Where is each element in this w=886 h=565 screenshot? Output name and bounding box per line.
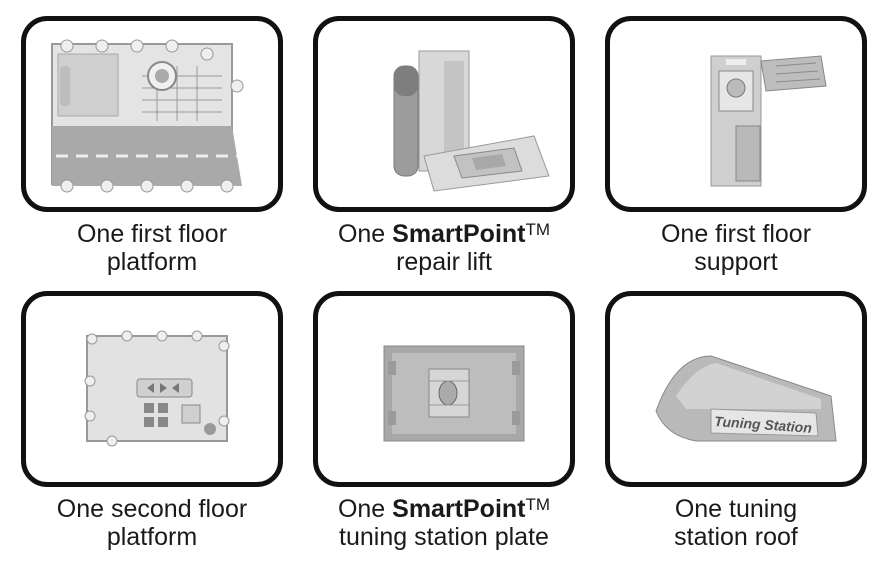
caption-line2: tuning station plate bbox=[339, 523, 549, 551]
caption-line1-prefix: One bbox=[337, 220, 393, 248]
caption-line1: One first floor bbox=[76, 220, 228, 248]
brand-name: SmartPoint bbox=[392, 495, 526, 523]
part-frame bbox=[313, 291, 575, 487]
first-floor-support-image bbox=[710, 55, 827, 187]
roof-sign-text: Tuning Station bbox=[714, 413, 813, 436]
part-frame bbox=[21, 16, 283, 212]
part-caption: One SmartPointTM repair lift bbox=[308, 220, 580, 276]
part-card-tuning-station-plate: One SmartPointTM tuning station plate bbox=[308, 291, 580, 556]
part-caption: One second floor platform bbox=[16, 495, 288, 551]
caption-line2: repair lift bbox=[396, 248, 492, 276]
part-caption: One first floor support bbox=[600, 220, 872, 276]
caption-line1: One second floor bbox=[56, 495, 248, 523]
trademark-mark: TM bbox=[525, 495, 551, 514]
caption-line2: platform bbox=[106, 523, 198, 551]
caption-line2: support bbox=[694, 248, 778, 276]
part-caption: One tuning station roof bbox=[600, 495, 872, 551]
first-floor-platform-image bbox=[51, 39, 244, 193]
part-caption: One SmartPointTM tuning station plate bbox=[308, 495, 580, 551]
caption-line2: platform bbox=[106, 248, 198, 276]
part-card-tuning-station-roof: Tuning Station One tuning station roof bbox=[600, 291, 872, 556]
caption-line2: station roof bbox=[674, 523, 798, 551]
caption-line1-prefix: One bbox=[337, 495, 393, 523]
caption-line1: One first floor bbox=[660, 220, 812, 248]
parts-grid: One first floor platform One SmartPointT… bbox=[16, 16, 872, 561]
part-frame: Tuning Station bbox=[605, 291, 867, 487]
part-card-repair-lift: One SmartPointTM repair lift bbox=[308, 16, 580, 291]
caption-line1: One tuning bbox=[674, 495, 798, 523]
tuning-station-roof-image: Tuning Station bbox=[655, 355, 837, 442]
part-frame bbox=[313, 16, 575, 212]
part-card-second-floor-platform: One second floor platform bbox=[16, 291, 288, 556]
part-frame bbox=[21, 291, 283, 487]
part-card-first-floor-platform: One first floor platform bbox=[16, 16, 288, 291]
brand-name: SmartPoint bbox=[392, 220, 526, 248]
tuning-station-plate-image bbox=[383, 345, 525, 442]
part-card-first-floor-support: One first floor support bbox=[600, 16, 872, 291]
part-frame bbox=[605, 16, 867, 212]
part-caption: One first floor platform bbox=[16, 220, 288, 276]
second-floor-platform-image bbox=[84, 330, 230, 447]
repair-lift-image bbox=[393, 50, 550, 192]
trademark-mark: TM bbox=[525, 220, 551, 239]
